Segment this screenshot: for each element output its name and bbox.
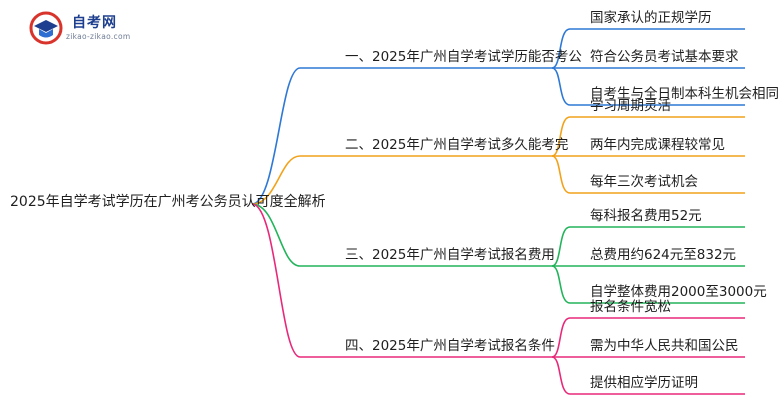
- leaf-connector: [551, 317, 745, 358]
- leaf-label: 自学整体费用2000至3000元: [590, 284, 767, 300]
- branch-connector: [251, 203, 552, 358]
- leaf-connector: [551, 226, 745, 267]
- leaf-connector: [551, 155, 745, 194]
- leaf-label: 报名条件宽松: [590, 299, 671, 315]
- leaf-connector: [551, 265, 745, 304]
- leaf-connector: [551, 67, 745, 106]
- mindmap-canvas: 自考网 zikao-zikao.com 2025年自学考试学历在广州考公务员认可…: [0, 0, 779, 395]
- connector-lines: [251, 28, 745, 395]
- logo-url: zikao-zikao.com: [66, 32, 131, 41]
- leaf-label: 每科报名费用52元: [590, 208, 702, 224]
- branch-connector: [251, 203, 552, 267]
- branch-label: 一、2025年广州自学考试学历能否考公: [345, 49, 582, 65]
- root-topic: 2025年自学考试学历在广州考公务员认可度全解析: [10, 194, 326, 210]
- branch-label: 二、2025年广州自学考试多久能考完: [345, 137, 569, 153]
- leaf-label: 符合公务员考试基本要求: [590, 49, 739, 65]
- leaf-connector: [551, 356, 745, 395]
- leaf-label: 总费用约624元至832元: [590, 247, 737, 263]
- leaf-label: 每年三次考试机会: [590, 174, 698, 190]
- leaf-label: 学习周期灵活: [590, 98, 671, 114]
- leaf-label: 国家承认的正规学历: [590, 10, 712, 26]
- leaf-label: 提供相应学历证明: [590, 375, 698, 391]
- logo-name: 自考网: [72, 15, 117, 31]
- leaf-label: 两年内完成课程较常见: [590, 137, 725, 153]
- site-logo: 自考网 zikao-zikao.com: [0, 0, 140, 50]
- branch-label: 四、2025年广州自学考试报名条件: [345, 338, 555, 354]
- leaf-connector: [551, 116, 745, 157]
- leaf-label: 自考生与全日制本科生机会相同: [590, 86, 779, 102]
- branch-connector: [251, 67, 552, 205]
- leaf-connector: [551, 28, 745, 69]
- leaf-label: 需为中华人民共和国公民: [590, 338, 739, 354]
- graduation-cap-icon: [29, 11, 63, 45]
- branch-connector: [251, 155, 552, 205]
- branch-label: 三、2025年广州自学考试报名费用: [345, 247, 555, 263]
